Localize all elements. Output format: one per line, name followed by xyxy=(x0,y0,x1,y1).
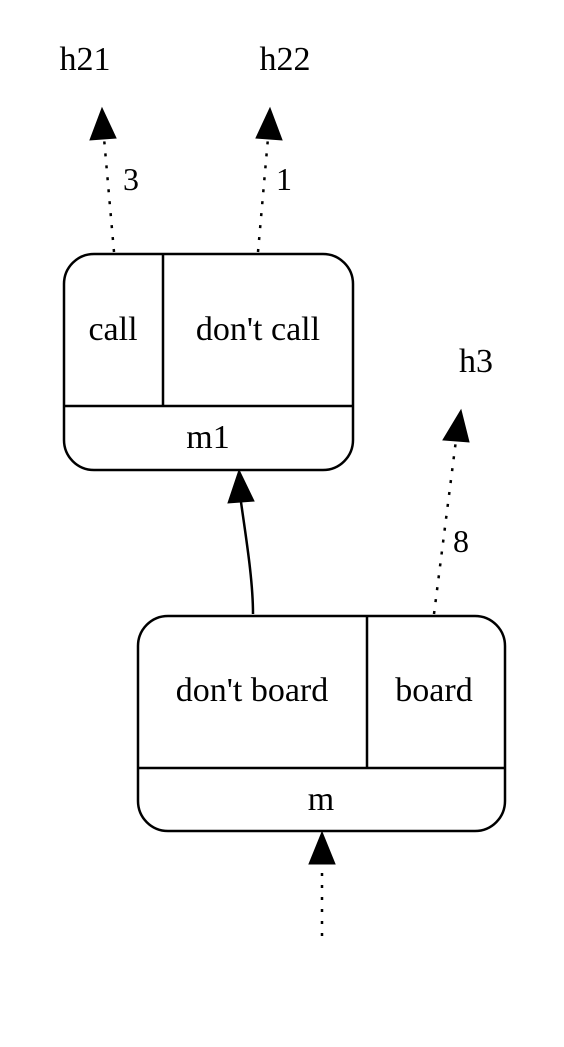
node-m-option-dont-board[interactable]: don't board xyxy=(176,672,329,709)
edge-call-to-h21-arrowhead xyxy=(89,106,117,141)
edge-entry-to-m-arrowhead xyxy=(308,830,336,865)
edge-board-to-h3-label: 8 xyxy=(453,523,469,559)
edge-dontcall-to-h22-arrowhead xyxy=(255,106,283,141)
edge-board-to-h3 xyxy=(432,439,458,615)
node-m1-box xyxy=(62,252,355,472)
edge-dontboard-to-m1 xyxy=(239,501,255,615)
node-m-option-board[interactable]: board xyxy=(395,672,472,709)
edge-dontcall-to-h22 xyxy=(256,137,270,253)
terminal-h21: h21 xyxy=(60,41,111,78)
edge-dontboard-to-m1-arrowhead xyxy=(227,468,255,504)
edge-dontcall-to-h22-label: 1 xyxy=(276,161,292,197)
node-m-name: m xyxy=(308,781,334,818)
edge-call-to-h21 xyxy=(102,137,116,253)
node-m1-option-call[interactable]: call xyxy=(88,311,137,348)
node-m1-option-dont-call[interactable]: don't call xyxy=(196,311,320,348)
node-m-box xyxy=(136,614,507,833)
node-m[interactable]: don't board board m xyxy=(136,614,507,833)
node-m1-name: m1 xyxy=(186,419,229,456)
node-m1[interactable]: call don't call m1 xyxy=(62,252,355,472)
edge-board-to-h3-arrowhead xyxy=(442,408,470,443)
terminal-h3: h3 xyxy=(459,343,493,380)
terminal-h22: h22 xyxy=(260,41,311,78)
edge-call-to-h21-label: 3 xyxy=(123,161,139,197)
